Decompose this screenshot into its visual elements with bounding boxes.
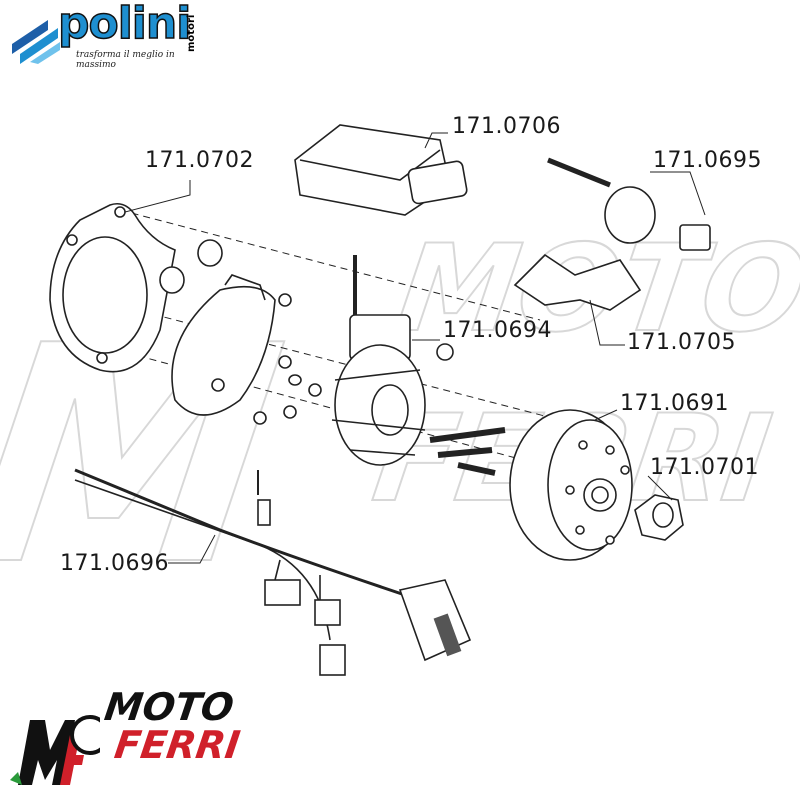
part-label-ignition-coil[interactable]: 171.0695 (653, 148, 762, 173)
leader-lines (124, 132, 706, 564)
part-label-stator[interactable]: 171.0694 (443, 318, 552, 343)
stator-plate-part (49, 202, 176, 373)
screws (253, 293, 506, 476)
polini-motori: motori (186, 14, 197, 52)
wiring-harness-part (74, 468, 472, 676)
ecu-part (294, 124, 468, 216)
moto-ferri-bottom: FERRI (111, 723, 243, 767)
part-label-wiring-harness[interactable]: 171.0696 (60, 551, 169, 576)
part-label-ecu[interactable]: 171.0706 (452, 114, 561, 139)
nut-part (634, 494, 684, 541)
part-label-coil-bracket[interactable]: 171.0705 (627, 330, 736, 355)
polini-logo: polini motori trasforma il meglio in mas… (8, 0, 208, 70)
flywheel-part (509, 409, 633, 561)
stator-part (331, 255, 426, 466)
speedometer-icon (70, 715, 100, 755)
mf-monogram-icon (10, 715, 100, 785)
moto-ferri-logo: MOTO FERRI (10, 680, 243, 790)
coil-bracket-part (513, 253, 642, 311)
polini-tagline: trasforma il meglio in massimo (76, 50, 175, 70)
moto-ferri-top: MOTO (101, 685, 237, 729)
polini-wordmark: polini (57, 0, 192, 50)
part-label-flywheel[interactable]: 171.0691 (620, 391, 729, 416)
part-label-stator-plate[interactable]: 171.0702 (145, 148, 254, 173)
pickup-plate-part (171, 274, 276, 416)
ignition-coil-part (547, 157, 711, 251)
polini-stripes-icon (12, 20, 60, 64)
part-label-nut[interactable]: 171.0701 (650, 455, 759, 480)
